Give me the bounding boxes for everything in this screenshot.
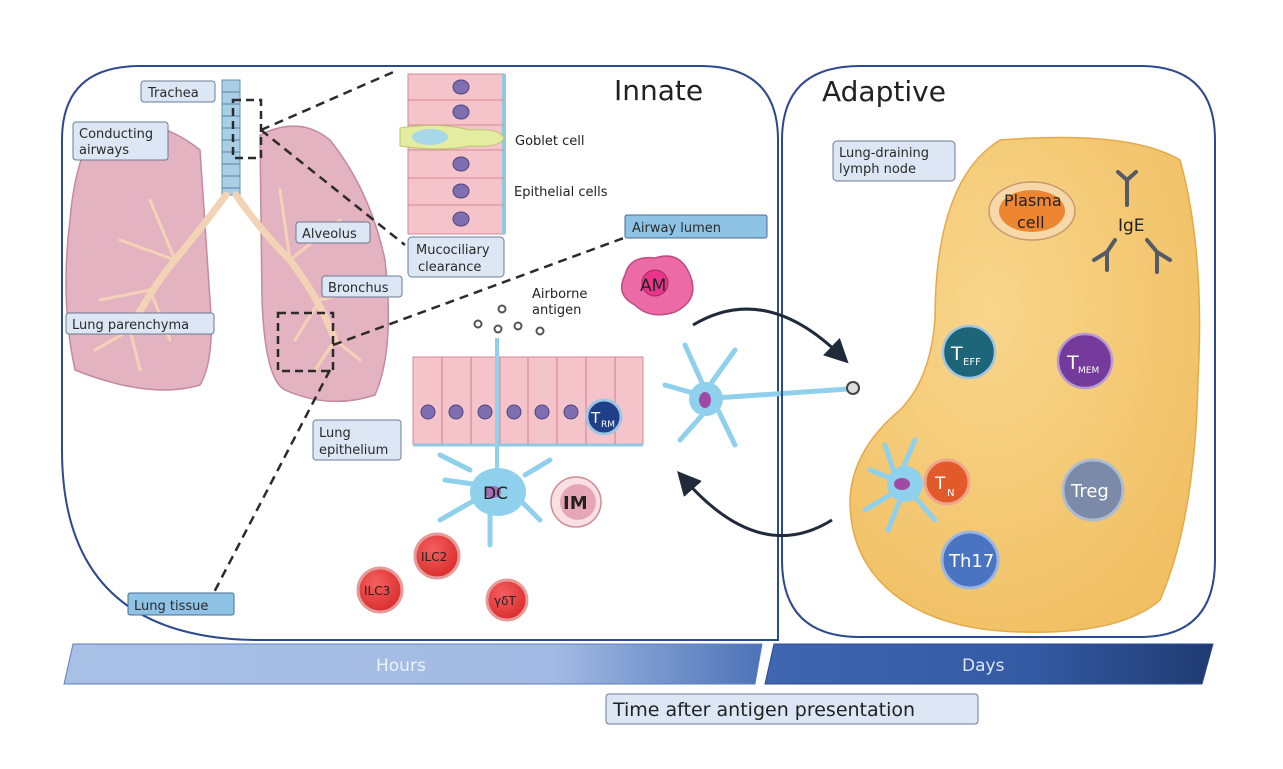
dc-label: DC xyxy=(483,484,508,504)
teff-sub: EFF xyxy=(963,357,981,368)
label-trachea-text: Trachea xyxy=(147,86,199,101)
cell-tmem: T MEM xyxy=(1056,332,1114,390)
label-lung-epithelium-line1: Lung xyxy=(319,426,351,441)
cell-treg: Treg xyxy=(1061,458,1125,522)
cell-gdt: γδT xyxy=(485,578,529,622)
label-lung-tissue: Lung tissue xyxy=(127,592,235,616)
airborne-antigen-line2: antigen xyxy=(532,303,581,318)
label-bronchus-text: Bronchus xyxy=(328,281,389,296)
lymph-node-line2: lymph node xyxy=(839,162,916,177)
left-lung xyxy=(65,122,212,391)
cell-th17: Th17 xyxy=(940,530,1000,590)
teff-main: T xyxy=(950,343,963,365)
hours-label: Hours xyxy=(376,656,426,676)
label-lung-tissue-text: Lung tissue xyxy=(134,599,208,614)
right-lung xyxy=(259,125,390,403)
am-label: AM xyxy=(640,276,666,296)
label-mucociliary-line2: clearance xyxy=(418,260,481,275)
tn-main: T xyxy=(934,474,946,494)
label-conducting-airways: Conducting airways xyxy=(72,121,169,161)
label-alveolus-text: Alveolus xyxy=(302,227,357,242)
tn-sub: N xyxy=(947,488,954,499)
label-conducting-airways-line1: Conducting xyxy=(79,127,153,142)
label-lung-epithelium-line2: epithelium xyxy=(319,443,388,458)
cell-teff: T EFF xyxy=(941,324,997,380)
label-airway-lumen: Airway lumen xyxy=(624,214,768,239)
mucociliary-column xyxy=(399,73,506,235)
label-lung-epithelium: Lung epithelium xyxy=(312,419,402,461)
bronchus-zoom-box xyxy=(276,311,335,373)
label-mucociliary-line1: Mucociliary xyxy=(416,243,490,258)
days-label: Days xyxy=(962,656,1005,676)
ilc3-label: ILC3 xyxy=(364,584,390,598)
treg-label: Treg xyxy=(1070,481,1109,502)
plasma-line2: cell xyxy=(1017,213,1045,232)
gdt-label: γδT xyxy=(494,594,516,608)
goblet-cell-label: Goblet cell xyxy=(515,134,585,149)
label-trachea: Trachea xyxy=(140,80,216,103)
innate-title: Innate xyxy=(614,74,703,107)
label-lung-parenchyma-text: Lung parenchyma xyxy=(72,318,189,333)
cell-dc: DC xyxy=(437,338,553,548)
adaptive-panel: Adaptive xyxy=(781,65,1216,638)
arrow-to-innate xyxy=(677,471,833,538)
label-airway-lumen-text: Airway lumen xyxy=(632,221,721,236)
th17-label: Th17 xyxy=(948,551,994,572)
adaptive-title: Adaptive xyxy=(822,75,946,108)
trm-main: T xyxy=(590,409,601,427)
airborne-antigen-line1: Airborne xyxy=(532,287,587,302)
label-mucociliary-clearance: Mucociliary clearance xyxy=(407,236,505,278)
cell-trm: T RM xyxy=(585,398,623,436)
ilc2-label: ILC2 xyxy=(421,550,447,564)
cell-im: IM xyxy=(550,476,602,528)
timeline-caption: Time after antigen presentation xyxy=(605,693,979,725)
adaptive-panel-border xyxy=(781,65,1216,638)
timeline-days-bar: Days xyxy=(764,643,1214,685)
label-alveolus: Alveolus xyxy=(295,221,371,244)
cell-plasma: Plasma cell xyxy=(988,181,1076,241)
cell-tn-with-dc: T N xyxy=(862,437,971,533)
innate-panel: Innate xyxy=(61,65,779,641)
cell-am: AM xyxy=(620,255,694,316)
label-conducting-airways-line2: airways xyxy=(79,143,129,158)
lymph-node-line1: Lung-draining xyxy=(839,146,929,161)
cell-ilc2: ILC2 xyxy=(413,532,461,580)
arrow-to-adaptive xyxy=(692,307,849,364)
trachea-tube xyxy=(221,79,241,196)
timeline-hours-bar: Hours xyxy=(63,643,763,685)
ige-antibodies xyxy=(1092,170,1172,274)
migrating-dc xyxy=(662,342,860,448)
timeline-caption-text: Time after antigen presentation xyxy=(612,699,915,721)
tmem-main: T xyxy=(1066,352,1079,374)
label-bronchus: Bronchus xyxy=(321,275,403,298)
ige-label: IgE xyxy=(1118,216,1145,236)
label-lymph-node: Lung-draining lymph node xyxy=(832,140,956,182)
airborne-antigen: Airborne antigen xyxy=(473,287,587,336)
label-lung-parenchyma: Lung parenchyma xyxy=(65,312,215,335)
antigen-particle xyxy=(846,381,860,395)
tmem-sub: MEM xyxy=(1078,366,1099,376)
im-label: IM xyxy=(563,493,588,514)
trm-sub: RM xyxy=(601,420,615,430)
cell-ilc3: ILC3 xyxy=(356,566,404,614)
innate-panel-border xyxy=(61,65,779,641)
plasma-line1: Plasma xyxy=(1004,191,1062,210)
epithelial-cells-label: Epithelial cells xyxy=(514,185,608,200)
